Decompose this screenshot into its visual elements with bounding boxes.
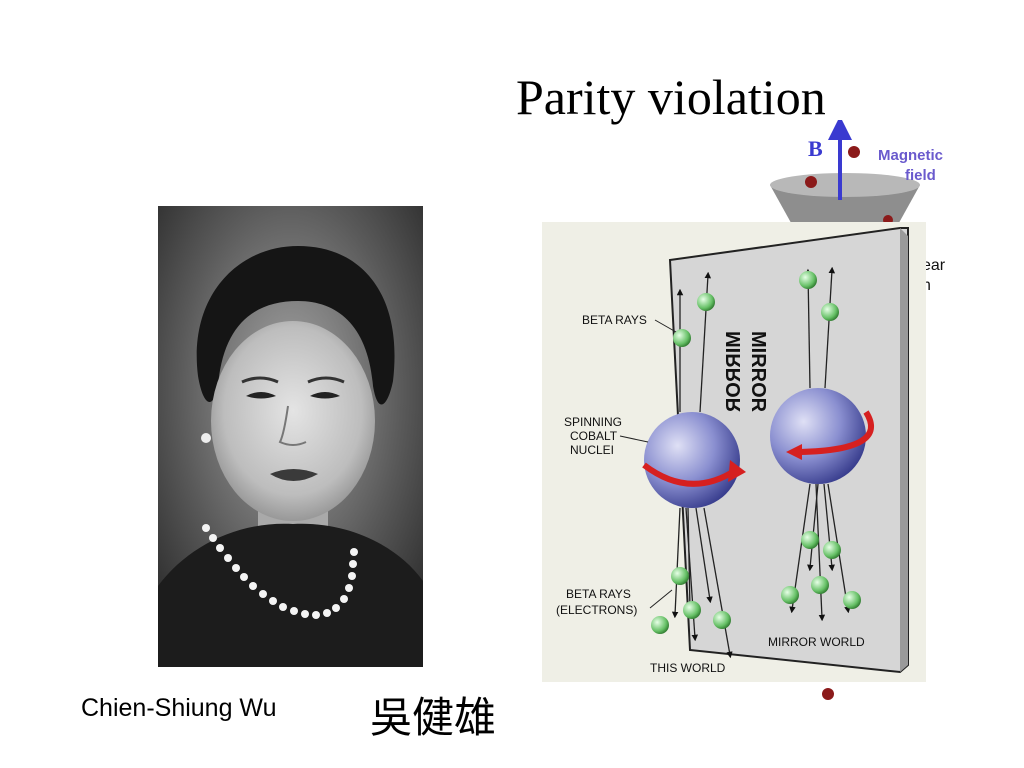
magnetic-field-label-2: field: [905, 167, 936, 184]
cobalt-mirror-diagram: B Magnetic field ear n MIRROR MIRROR: [542, 120, 946, 700]
caption-chinese-name: 吳健雄: [370, 693, 497, 742]
spinning-label-2: COBALT: [570, 429, 618, 443]
partial-text-2: n: [922, 277, 931, 294]
b-field-label: B: [808, 136, 823, 161]
this-world-label: THIS WORLD: [650, 661, 726, 675]
portrait-photo: [158, 206, 423, 667]
mirror-label-reflected: MIRROR: [723, 331, 745, 413]
partial-text-1: ear: [922, 257, 946, 274]
slide-title: Parity violation: [516, 69, 826, 125]
spinning-label-1: SPINNING: [564, 415, 622, 429]
magnetic-field-label-1: Magnetic: [878, 147, 943, 164]
beta-rays-bottom-label-2: (ELECTRONS): [556, 603, 637, 617]
caption-name: Chien-Shiung Wu: [81, 694, 277, 722]
spinning-label-3: NUCLEI: [570, 443, 614, 457]
mirror-world-label: MIRROR WORLD: [768, 635, 865, 649]
background-magnetic-diagram: B Magnetic field ear n: [770, 120, 946, 700]
beta-rays-bottom-label-1: BETA RAYS: [566, 587, 631, 601]
beta-rays-top-label: BETA RAYS: [582, 313, 647, 327]
mirror-label: MIRROR: [747, 331, 769, 413]
